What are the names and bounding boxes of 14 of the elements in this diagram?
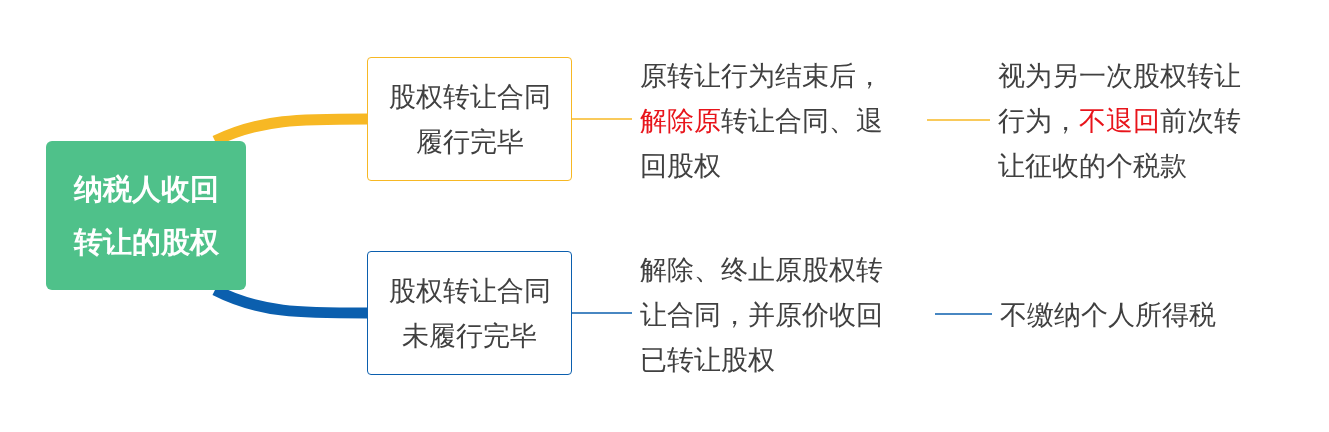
note-text: 视为另一次股权转让行为，不退回前次转让征收的个税款 — [998, 58, 1242, 183]
root-topic-box — [46, 141, 246, 290]
topic-box — [367, 251, 572, 375]
connector-line — [571, 118, 633, 120]
node-label: 股权转让合同未履行完毕 — [387, 274, 552, 353]
connector-line — [926, 119, 991, 121]
note-text: 不缴纳个人所得税 — [1000, 298, 1216, 332]
connector-line — [571, 312, 633, 314]
note-text: 解除、终止原股权转让合同，并原价收回已转让股权 — [640, 252, 884, 377]
connector-line — [934, 313, 993, 315]
note-text: 原转让行为结束后，解除原转让合同、退回股权 — [640, 58, 884, 183]
node-label: 纳税人收回转让的股权 — [72, 170, 220, 261]
topic-box — [367, 57, 572, 181]
node-label: 股权转让合同履行完毕 — [387, 80, 552, 159]
